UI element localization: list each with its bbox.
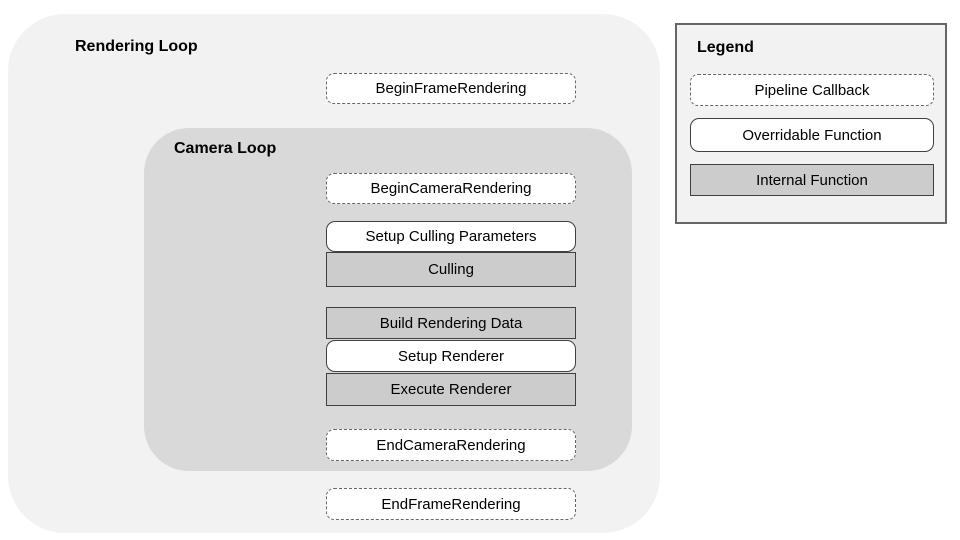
legend-panel: Legend Pipeline Callback Overridable Fun…: [675, 23, 947, 224]
legend-item-internal-function: Internal Function: [690, 164, 934, 196]
camera-loop-label: Camera Loop: [174, 140, 277, 157]
node-setup-renderer: Setup Renderer: [326, 340, 576, 372]
node-setup-culling-parameters: Setup Culling Parameters: [326, 221, 576, 252]
node-begin-frame-rendering: BeginFrameRendering: [326, 73, 576, 104]
legend-item-pipeline-callback: Pipeline Callback: [690, 74, 934, 106]
node-build-rendering-data: Build Rendering Data: [326, 307, 576, 339]
node-end-frame-rendering: EndFrameRendering: [326, 488, 576, 520]
node-end-camera-rendering: EndCameraRendering: [326, 429, 576, 461]
node-execute-renderer: Execute Renderer: [326, 373, 576, 406]
node-culling: Culling: [326, 252, 576, 287]
node-begin-camera-rendering: BeginCameraRendering: [326, 173, 576, 204]
legend-item-overridable-function: Overridable Function: [690, 118, 934, 152]
legend-title: Legend: [697, 39, 754, 56]
rendering-loop-label: Rendering Loop: [75, 38, 198, 55]
